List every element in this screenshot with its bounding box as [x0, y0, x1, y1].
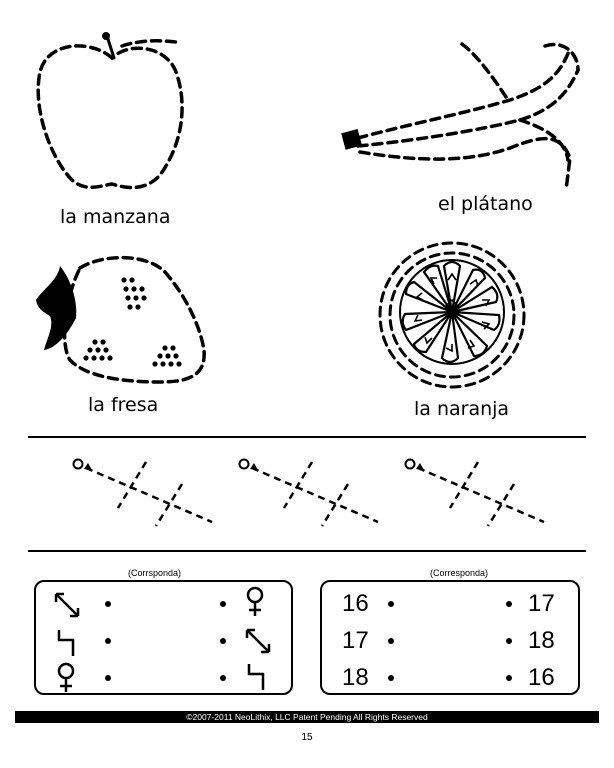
diagonal-arrows-icon	[54, 592, 80, 618]
match-number: 17	[528, 590, 555, 617]
match-left-box	[34, 580, 293, 695]
match-dot[interactable]	[220, 638, 226, 644]
female-symbol-icon	[57, 662, 75, 692]
match-dot[interactable]	[105, 638, 111, 644]
match-dot[interactable]	[506, 601, 512, 607]
strawberry-label: la fresa	[88, 394, 159, 416]
match-number: 16	[342, 590, 369, 617]
match-number: 17	[342, 627, 369, 654]
match-number: 18	[528, 627, 555, 654]
apple-label: la manzana	[60, 206, 171, 228]
match-dot[interactable]	[388, 638, 394, 644]
match-dot[interactable]	[506, 675, 512, 681]
divider-bottom	[28, 550, 586, 552]
match-number: 16	[528, 664, 555, 691]
match-dot[interactable]	[506, 638, 512, 644]
copyright-bar: ©2007-2011 NeoLithix, LLC Patent Pending…	[15, 711, 599, 723]
match-dot[interactable]	[388, 601, 394, 607]
match-right-box	[320, 580, 580, 695]
step-line-icon	[57, 630, 75, 656]
divider-top	[28, 436, 586, 438]
female-symbol-icon	[246, 586, 264, 616]
orange-label: la naranja	[414, 398, 510, 420]
match-dot[interactable]	[220, 601, 226, 607]
match-left-caption: (Corrsponda)	[128, 568, 182, 578]
match-dot[interactable]	[105, 601, 111, 607]
match-number: 18	[342, 664, 369, 691]
match-dot[interactable]	[105, 675, 111, 681]
match-right-caption: (Corresponda)	[430, 568, 489, 578]
step-line-icon	[247, 664, 265, 690]
diagonal-arrows-icon	[245, 628, 271, 654]
match-dot[interactable]	[220, 675, 226, 681]
banana-label: el plátano	[438, 193, 533, 215]
page-number: 15	[301, 732, 313, 743]
match-dot[interactable]	[388, 675, 394, 681]
